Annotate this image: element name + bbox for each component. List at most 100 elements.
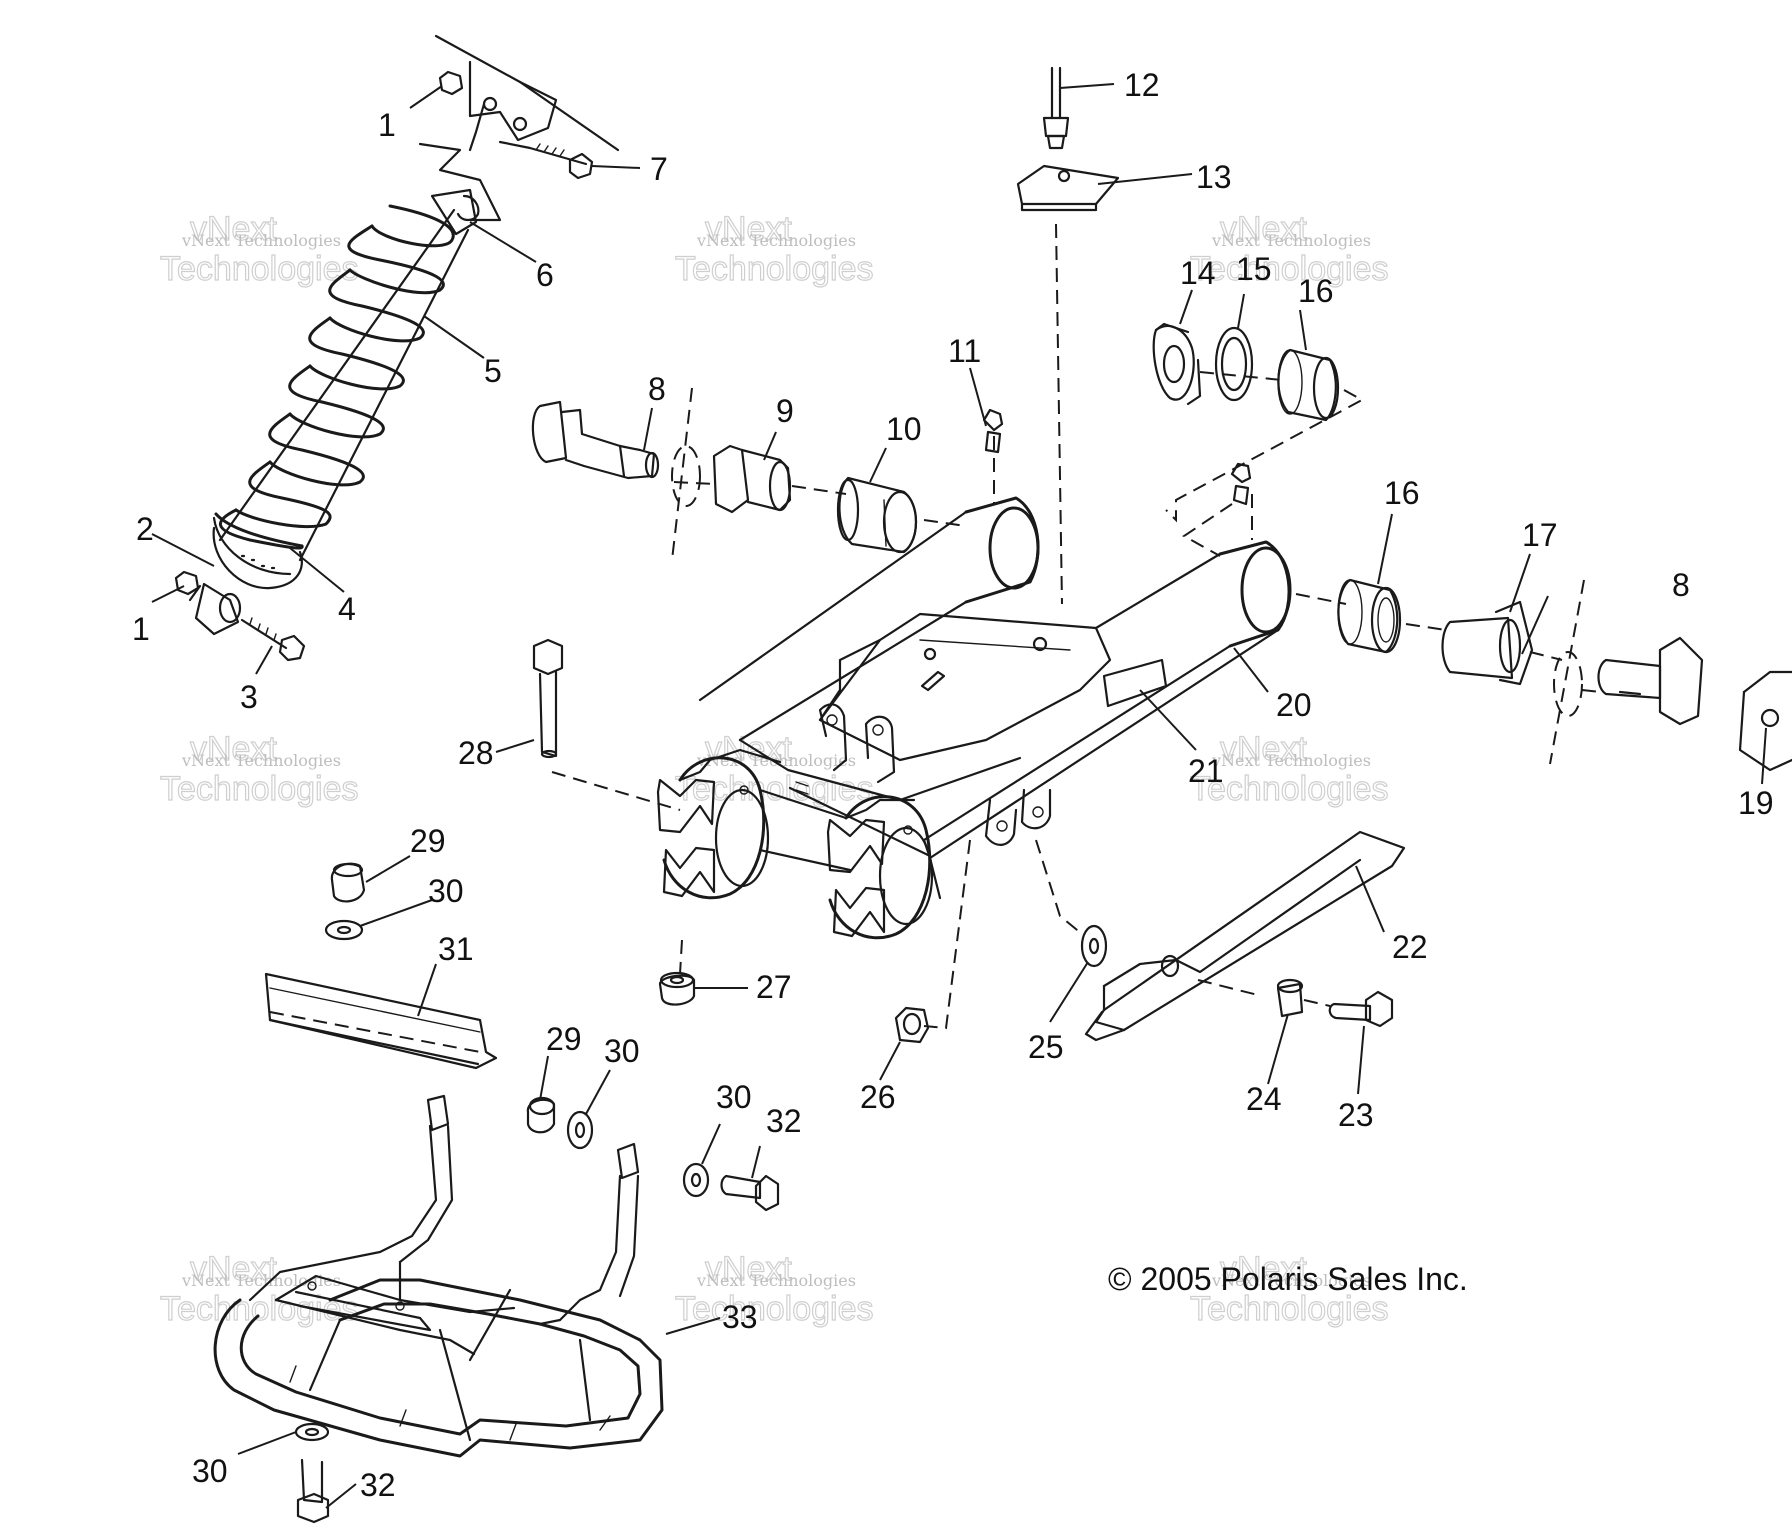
callout-16-bottom: 16 [1384, 475, 1420, 511]
callout-30-mid: 30 [604, 1033, 640, 1069]
assembly-lines [269, 223, 1601, 1053]
bracket-19 [1738, 670, 1792, 772]
svg-text:Technologies: Technologies [1190, 250, 1388, 288]
callout-21: 21 [1188, 753, 1224, 789]
watermark: Technologies vNext vNext Technologies [674, 209, 874, 288]
callout-28: 28 [458, 735, 494, 771]
grease-fitting-11-right [1230, 462, 1252, 506]
svg-text:vNext: vNext [705, 1250, 792, 1288]
callout-2: 2 [136, 511, 154, 547]
svg-text:Technologies: Technologies [1190, 1290, 1388, 1328]
bushing-10 [836, 476, 918, 554]
callout-8-left: 8 [648, 371, 666, 407]
oring-left [671, 445, 701, 507]
callout-7: 7 [650, 151, 668, 187]
callout-33: 33 [722, 1299, 758, 1335]
callout-22: 22 [1392, 929, 1428, 965]
svg-text:Technologies: Technologies [1190, 770, 1388, 808]
callout-9: 9 [776, 393, 794, 429]
svg-text:Technologies: Technologies [675, 770, 873, 808]
callout-27: 27 [756, 969, 792, 1005]
nut-26 [894, 1006, 930, 1044]
spacer-24 [1276, 978, 1304, 1018]
nut-27 [658, 971, 696, 1006]
bolt-32-mid [720, 1174, 780, 1212]
svg-text:vNext Technologies: vNext Technologies [181, 231, 341, 250]
swingarm-20 [656, 496, 1292, 940]
washer-30-upper [324, 919, 364, 941]
svg-text:Technologies: Technologies [675, 250, 873, 288]
bumper-33 [213, 1094, 664, 1458]
svg-text:vNext: vNext [1220, 730, 1307, 768]
callout-30-bottom: 30 [192, 1453, 228, 1489]
svg-text:vNext: vNext [705, 210, 792, 248]
callout-10: 10 [886, 411, 922, 447]
callout-6: 6 [536, 257, 554, 293]
svg-text:Technologies: Technologies [160, 250, 358, 288]
callout-14: 14 [1180, 255, 1216, 291]
callout-20: 20 [1276, 687, 1312, 723]
watermark: Technologies vNext vNext Technologies [674, 1249, 874, 1328]
callout-17: 17 [1522, 517, 1558, 553]
bolt-28 [532, 638, 564, 759]
washer-25 [1080, 924, 1108, 968]
washer-30-mid [566, 1110, 594, 1150]
svg-text:vNext Technologies: vNext Technologies [1211, 1271, 1371, 1290]
svg-text:vNext Technologies: vNext Technologies [181, 751, 341, 770]
callout-11: 11 [948, 333, 981, 369]
callout-29-upper: 29 [410, 823, 446, 859]
shock-absorber [188, 188, 480, 636]
bar-31 [264, 972, 498, 1070]
callout-1-bottom: 1 [132, 611, 150, 647]
callout-31: 31 [438, 931, 474, 967]
callout-labels: 1 1 2 3 4 5 6 7 8 8 9 10 11 12 13 14 15 … [132, 67, 1774, 1503]
svg-text:vNext Technologies: vNext Technologies [696, 1271, 856, 1290]
nut-29-upper [330, 862, 366, 903]
svg-text:vNext: vNext [1220, 1250, 1307, 1288]
bushing-17 [1441, 600, 1534, 686]
plate-13 [1016, 164, 1120, 212]
svg-text:Technologies: Technologies [160, 770, 358, 808]
callout-3: 3 [240, 679, 258, 715]
svg-text:vNext Technologies: vNext Technologies [1211, 751, 1371, 770]
svg-text:vNext: vNext [190, 1250, 277, 1288]
svg-text:vNext: vNext [190, 210, 277, 248]
callout-1-top: 1 [378, 107, 396, 143]
washer-30-bottom [294, 1422, 330, 1442]
callout-32-mid: 32 [766, 1103, 802, 1139]
watermark: Technologies vNext vNext Technologies [159, 209, 359, 288]
callout-25: 25 [1028, 1029, 1064, 1065]
shock-mount-bracket [418, 34, 620, 222]
svg-text:Technologies: Technologies [160, 1290, 358, 1328]
copyright-notice: © 2005 Polaris Sales Inc. [1108, 1261, 1468, 1297]
slide-rail-22 [1084, 830, 1406, 1042]
callout-19: 19 [1738, 785, 1774, 821]
pivot-bolt-8-left [531, 400, 660, 480]
callout-26: 26 [860, 1079, 896, 1115]
callout-16-top: 16 [1298, 273, 1334, 309]
callout-12: 12 [1124, 67, 1160, 103]
nut-1-top [438, 70, 464, 96]
bolt-3 [240, 617, 306, 662]
grease-fitting-11-left [982, 408, 1004, 454]
grease-fitting-12 [1042, 66, 1070, 150]
washer-30-right [682, 1162, 710, 1198]
bearing-16-top [1277, 348, 1340, 422]
watermark: Technologies vNext vNext Technologies [159, 729, 359, 808]
svg-text:vNext Technologies: vNext Technologies [181, 1271, 341, 1290]
oring-right [1553, 651, 1583, 717]
bolt-7 [498, 140, 594, 180]
nut-29-lower [526, 1096, 556, 1134]
watermark: Technologies vNext vNext Technologies [1189, 729, 1389, 808]
callout-24: 24 [1246, 1081, 1282, 1117]
svg-text:vNext Technologies: vNext Technologies [1211, 231, 1371, 250]
callout-15: 15 [1236, 251, 1272, 287]
callout-30-upper: 30 [428, 873, 464, 909]
callout-4: 4 [338, 591, 356, 627]
bolt-32-bottom [296, 1458, 330, 1524]
callout-30-right: 30 [716, 1079, 752, 1115]
watermark: Technologies vNext vNext Technologies [1189, 209, 1389, 288]
bolt-23 [1328, 990, 1394, 1028]
callout-23: 23 [1338, 1097, 1374, 1133]
